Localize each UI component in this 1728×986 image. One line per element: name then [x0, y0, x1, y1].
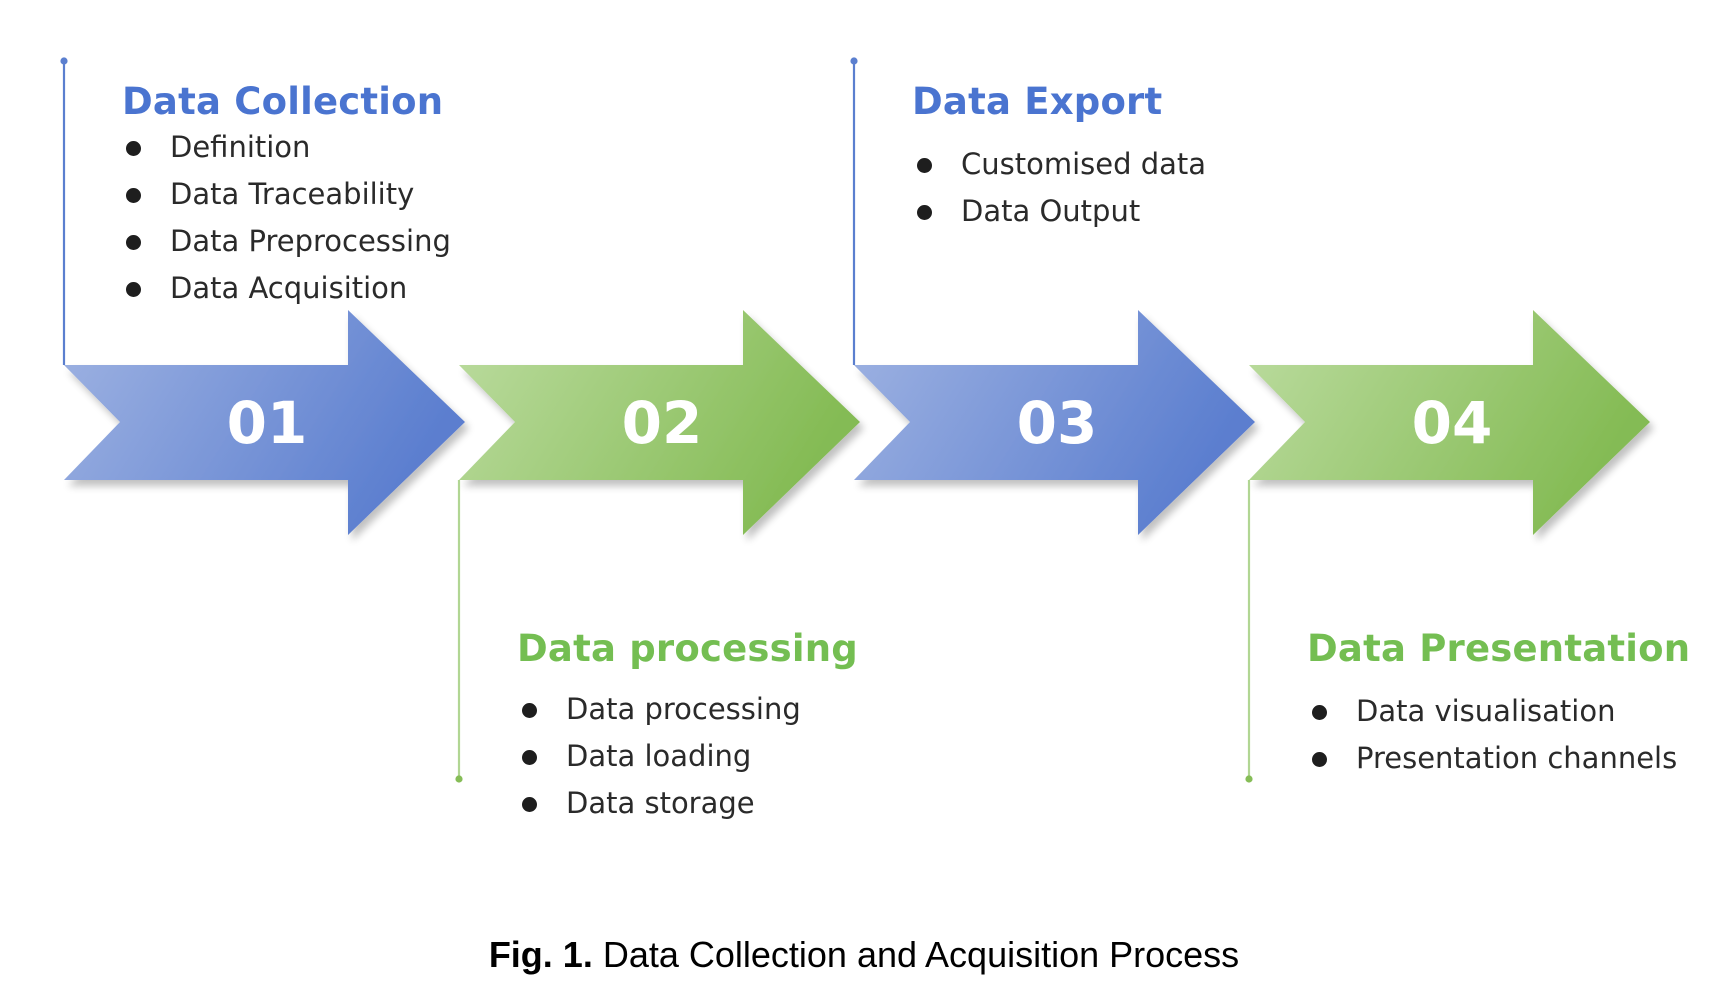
list-item-text: Data Acquisition: [170, 271, 408, 305]
list-item-text: Definition: [170, 130, 311, 164]
bullet-icon: [522, 750, 537, 765]
bullet-icon: [917, 205, 932, 220]
list-item-text: Data storage: [566, 786, 755, 820]
list-item-text: Data loading: [566, 739, 752, 773]
bullet-icon: [522, 703, 537, 718]
bullet-icon: [126, 141, 141, 156]
list-item-text: Data Output: [961, 194, 1141, 228]
step-number-01: 01: [227, 389, 308, 457]
step-number-03: 03: [1017, 389, 1098, 457]
list-item-text: Customised data: [961, 147, 1207, 181]
callout-dot-01: [60, 57, 68, 65]
list-item-text: Presentation channels: [1356, 741, 1678, 775]
bullet-icon: [126, 282, 141, 297]
list-item-text: Data Traceability: [170, 177, 415, 211]
step-title-04: Data Presentation: [1307, 627, 1691, 670]
step-number-04: 04: [1412, 389, 1493, 457]
step-title-02: Data processing: [517, 627, 858, 670]
bullet-icon: [522, 797, 537, 812]
step-title-01: Data Collection: [122, 80, 444, 123]
callout-dot-03: [850, 57, 858, 65]
list-item-text: Data processing: [566, 692, 801, 726]
step-arrow-04: [1249, 310, 1650, 535]
bullet-icon: [1312, 752, 1327, 767]
step-arrow-02: [459, 310, 860, 535]
bullet-icon: [1312, 705, 1327, 720]
step-title-03: Data Export: [912, 80, 1163, 123]
step-arrow-03: [854, 310, 1255, 535]
list-item-text: Data visualisation: [1356, 694, 1616, 728]
callout-dot-02: [455, 775, 463, 783]
step-number-02: 02: [622, 389, 703, 457]
bullet-icon: [126, 235, 141, 250]
callout-dot-04: [1245, 775, 1253, 783]
caption-text: Data Collection and Acquisition Process: [592, 934, 1240, 975]
bullet-icon: [126, 188, 141, 203]
figure-caption: Fig. 1. Data Collection and Acquisition …: [0, 934, 1728, 976]
step-arrow-01: [64, 310, 465, 535]
bullet-icon: [917, 158, 932, 173]
caption-label: Fig. 1.: [488, 934, 593, 975]
list-item-text: Data Preprocessing: [170, 224, 451, 258]
